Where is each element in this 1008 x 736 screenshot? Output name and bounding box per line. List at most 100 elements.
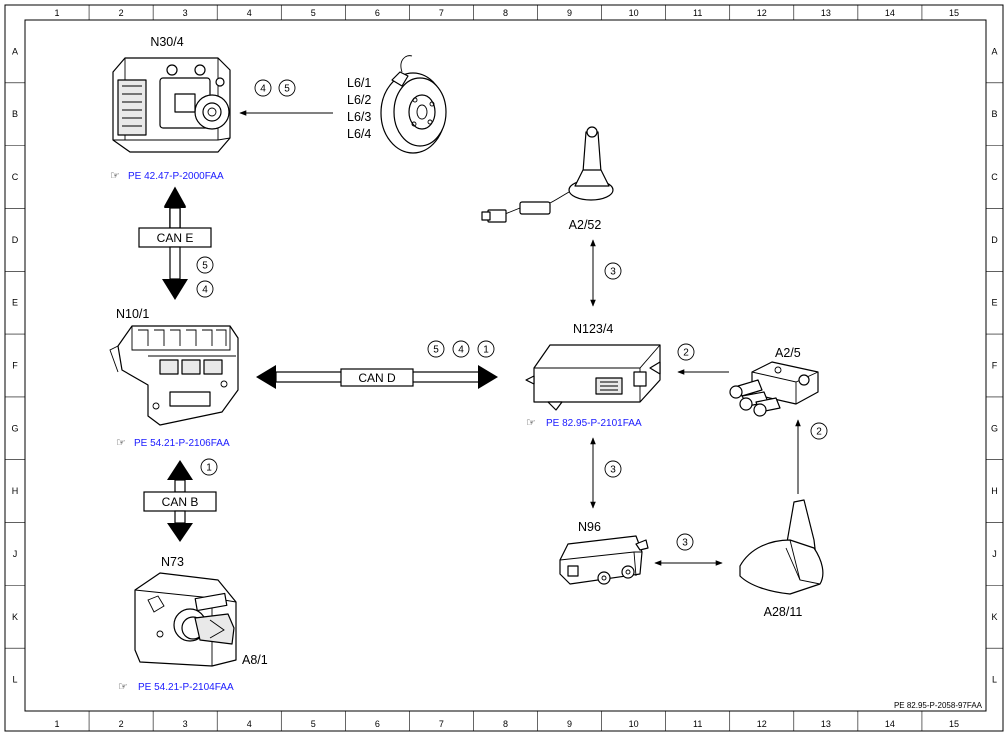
- can-b-bus: CAN B: [143, 460, 217, 542]
- esp-module-icon: [112, 57, 231, 153]
- reference-hand-icon: ☞: [118, 681, 128, 693]
- row-label: H: [12, 486, 19, 496]
- n123-4-unit: N123/4 ☞ PE 82.95-P-2101FAA: [525, 322, 661, 429]
- column-label: 9: [567, 8, 572, 18]
- svg-text:3: 3: [610, 267, 616, 278]
- reference-hand-icon: ☞: [116, 437, 126, 449]
- svg-text:3: 3: [610, 465, 616, 476]
- row-label: J: [13, 549, 18, 559]
- bubble: 4: [196, 280, 214, 298]
- antenna-icon: [481, 126, 614, 223]
- drawing-code: PE 82.95-P-2058-97FAA: [894, 701, 983, 710]
- bubble: 1: [477, 340, 495, 358]
- a2-5-label: A2/5: [775, 346, 801, 360]
- ignition-switch-icon: [134, 572, 237, 667]
- column-label: 1: [55, 8, 60, 18]
- column-label: 6: [375, 719, 380, 729]
- bubble: 4: [452, 340, 470, 358]
- row-label: L: [992, 675, 997, 685]
- reference-hand-icon: ☞: [526, 417, 536, 429]
- row-label: J: [992, 549, 997, 559]
- n73-reference-text: PE 54.21-P-2104FAA: [138, 682, 234, 693]
- n73-label: N73: [161, 555, 184, 569]
- row-label: A: [991, 46, 997, 56]
- n10-1-label: N10/1: [116, 307, 149, 321]
- column-label: 10: [629, 719, 639, 729]
- can-d-label: CAN D: [358, 371, 396, 385]
- column-label: 15: [949, 719, 959, 729]
- svg-text:4: 4: [202, 285, 208, 296]
- column-label: 15: [949, 8, 959, 18]
- n96-label: N96: [578, 520, 601, 534]
- a28-11-unit: A28/11: [739, 499, 824, 619]
- svg-text:2: 2: [683, 348, 689, 359]
- row-label: D: [991, 235, 998, 245]
- row-label: B: [12, 109, 18, 119]
- bubble: 2: [677, 343, 695, 361]
- l6-sensors: L6/1 L6/2 L6/3 L6/4: [347, 55, 447, 154]
- row-label: G: [991, 423, 998, 433]
- row-label: F: [992, 361, 998, 371]
- antenna-amplifier-icon: [729, 361, 819, 417]
- svg-text:2: 2: [816, 427, 822, 438]
- n73-reference: ☞ PE 54.21-P-2104FAA: [118, 681, 234, 693]
- bubble: 3: [676, 533, 694, 551]
- n123-4-label: N123/4: [573, 322, 613, 336]
- row-label: C: [991, 172, 998, 182]
- svg-text:3: 3: [682, 538, 688, 549]
- column-label: 9: [567, 719, 572, 729]
- column-label: 2: [119, 719, 124, 729]
- a28-11-label: A28/11: [764, 605, 803, 619]
- svg-text:5: 5: [202, 261, 208, 272]
- a2-52-unit: A2/52: [481, 126, 614, 232]
- column-label: 8: [503, 719, 508, 729]
- row-label: K: [12, 612, 18, 622]
- n30-4-reference: ☞ PE 42.47-P-2000FAA: [110, 170, 224, 182]
- row-label: G: [11, 423, 18, 433]
- svg-text:5: 5: [284, 84, 290, 95]
- bubble: 3: [604, 262, 622, 280]
- drawing-frame: [4, 4, 1004, 732]
- column-label: 3: [183, 8, 188, 18]
- column-label: 4: [247, 8, 252, 18]
- column-label: 11: [693, 719, 702, 729]
- column-ticks: [88, 5, 923, 731]
- row-label: L: [12, 675, 17, 685]
- bubble: 3: [604, 460, 622, 478]
- n10-1-reference: ☞ PE 54.21-P-2106FAA: [116, 437, 230, 449]
- sam-module-icon: [109, 325, 239, 426]
- column-label: 3: [183, 719, 188, 729]
- can-e-label: CAN E: [157, 231, 194, 245]
- column-label: 4: [247, 719, 252, 729]
- column-label: 1: [55, 719, 60, 729]
- l6-1-label: L6/1: [347, 76, 371, 90]
- column-label: 6: [375, 8, 380, 18]
- column-label: 7: [439, 719, 444, 729]
- brake-disc-icon: [380, 55, 447, 154]
- column-label: 13: [821, 8, 831, 18]
- reference-hand-icon: ☞: [110, 170, 120, 182]
- row-label: D: [12, 235, 19, 245]
- row-label: K: [991, 612, 997, 622]
- bubble: 5: [278, 79, 296, 97]
- n123-4-reference: ☞ PE 82.95-P-2101FAA: [526, 417, 642, 429]
- column-label: 12: [757, 8, 767, 18]
- row-label: H: [991, 486, 998, 496]
- bubble: 4: [254, 79, 272, 97]
- bubble: 2: [810, 422, 828, 440]
- row-label: C: [12, 172, 19, 182]
- column-label: 5: [311, 8, 316, 18]
- roof-antenna-icon: [739, 499, 824, 595]
- a8-1-label: A8/1: [242, 653, 268, 667]
- column-label: 14: [885, 719, 895, 729]
- n30-4-reference-text: PE 42.47-P-2000FAA: [128, 171, 224, 182]
- column-label: 14: [885, 8, 895, 18]
- mobile-phone-control-unit-icon: [525, 344, 661, 411]
- row-label: B: [991, 109, 997, 119]
- row-label: A: [12, 46, 18, 56]
- n10-1-unit: N10/1 ☞ PE 54.21-P-2106FAA: [109, 307, 239, 449]
- column-label: 7: [439, 8, 444, 18]
